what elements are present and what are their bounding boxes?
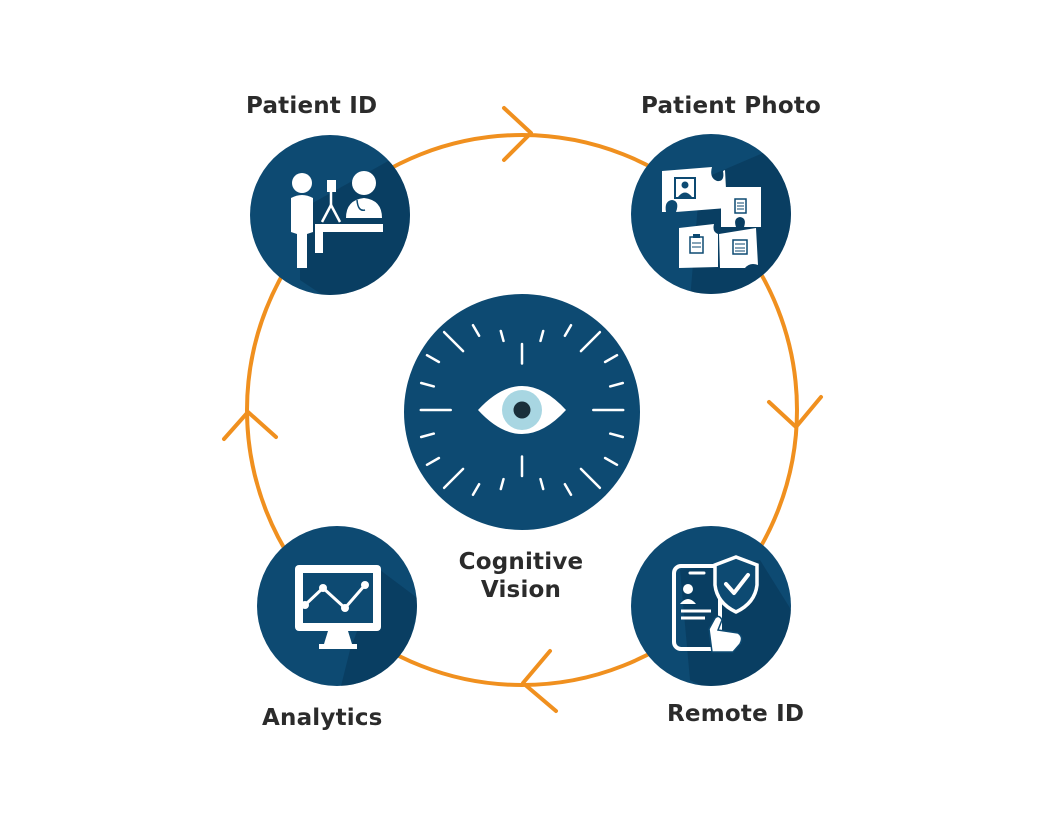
- patient-photo-node: [631, 134, 791, 294]
- eye-ray: [539, 477, 545, 491]
- cognitive-vision-label-line2: Vision: [480, 577, 562, 603]
- eye-ray: [425, 456, 441, 467]
- eye-ray: [539, 329, 545, 343]
- eye-ray: [419, 381, 436, 388]
- cycle-ring: [245, 133, 799, 687]
- eye-ray: [442, 330, 465, 353]
- eye-ray: [471, 323, 481, 338]
- eye-ray: [442, 467, 465, 490]
- patient-registration-desk-icon: [291, 171, 383, 268]
- eye-ray: [608, 381, 625, 388]
- patient-photo-label: Patient Photo: [641, 93, 822, 119]
- cognitive-vision-label: Cognitive Vision: [443, 548, 599, 604]
- eye-ray: [499, 329, 505, 343]
- mobile-shield-check-icon: [672, 555, 759, 653]
- patient-id-node: [250, 135, 410, 295]
- remote-id-label: Remote ID: [667, 701, 805, 727]
- remote-id-node: [631, 526, 791, 686]
- eye-ray: [603, 353, 619, 364]
- eye-ray: [563, 323, 573, 338]
- analytics-label: Analytics: [262, 705, 383, 731]
- monitor-line-chart-icon: [295, 565, 381, 649]
- eye-ray: [608, 432, 625, 439]
- eye-ray: [471, 482, 481, 497]
- eye-ray: [425, 353, 441, 364]
- arrow-top: [502, 106, 533, 162]
- patient-id-label: Patient ID: [246, 93, 378, 119]
- analytics-node: [257, 526, 417, 686]
- eye-ray: [579, 467, 602, 490]
- eye-ray: [563, 482, 573, 497]
- eye-ray: [579, 330, 602, 353]
- eye-burst-icon: [419, 323, 625, 497]
- arrow-bottom: [521, 649, 558, 713]
- eye-ray: [499, 477, 505, 491]
- cognitive-vision-label-line1: Cognitive: [458, 549, 584, 575]
- eye-ray: [603, 456, 619, 467]
- eye-ray: [419, 432, 436, 439]
- arrow-left: [222, 410, 278, 441]
- cognitive-vision-node: [404, 294, 640, 530]
- arrow-right: [767, 395, 823, 429]
- puzzle-records-icon: [662, 167, 761, 268]
